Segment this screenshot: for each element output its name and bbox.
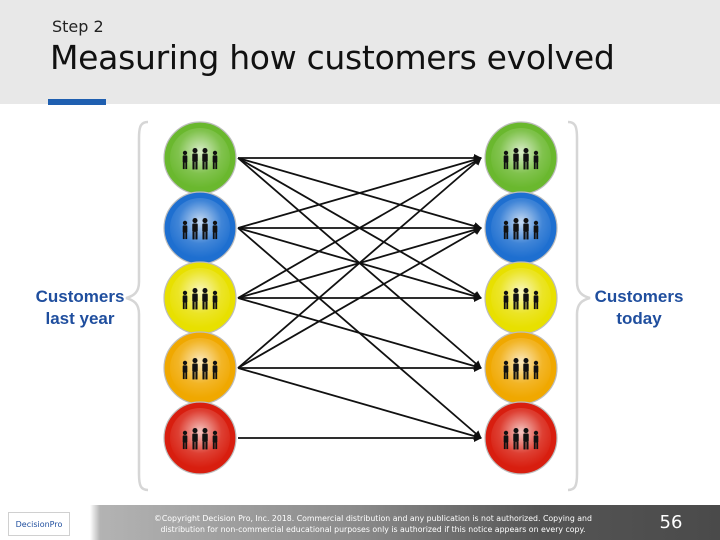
last-year-segment-2 bbox=[163, 191, 237, 265]
arrow-3-to-1 bbox=[237, 157, 482, 299]
transition-arrows bbox=[237, 154, 482, 442]
footer-bar bbox=[0, 505, 720, 540]
title-accent-bar bbox=[48, 99, 106, 105]
copyright-notice: ©Copyright Decision Pro, Inc. 2018. Comm… bbox=[154, 514, 592, 534]
arrow-2-to-1 bbox=[237, 156, 482, 229]
last-year-segments bbox=[163, 121, 237, 475]
today-segment-3 bbox=[484, 261, 558, 335]
arrow-3-to-4 bbox=[237, 297, 482, 370]
last-year-segment-3 bbox=[163, 261, 237, 335]
today-segment-4 bbox=[484, 331, 558, 405]
arrow-4-to-1 bbox=[237, 157, 482, 369]
step-label: Step 2 bbox=[52, 17, 104, 36]
right-bracket bbox=[567, 120, 591, 492]
page-title: Measuring how customers evolved bbox=[50, 38, 615, 77]
today-segments bbox=[484, 121, 558, 475]
arrow-4-to-5 bbox=[237, 367, 482, 440]
left-bracket bbox=[125, 120, 149, 492]
last-year-segment-5 bbox=[163, 401, 237, 475]
last-year-segment-4 bbox=[163, 331, 237, 405]
customers-today-label: Customers today bbox=[594, 287, 684, 328]
title-bar: Step 2 Measuring how customers evolved bbox=[0, 0, 720, 104]
customer-flow-diagram bbox=[125, 120, 591, 492]
customers-last-year-label: Customers last year bbox=[35, 287, 125, 328]
today-segment-2 bbox=[484, 191, 558, 265]
today-segment-1 bbox=[484, 121, 558, 195]
arrow-4-to-2 bbox=[237, 227, 482, 369]
company-logo: DecisionPro bbox=[8, 512, 70, 536]
today-segment-5 bbox=[484, 401, 558, 475]
page-number: 56 bbox=[659, 512, 683, 533]
last-year-segment-1 bbox=[163, 121, 237, 195]
